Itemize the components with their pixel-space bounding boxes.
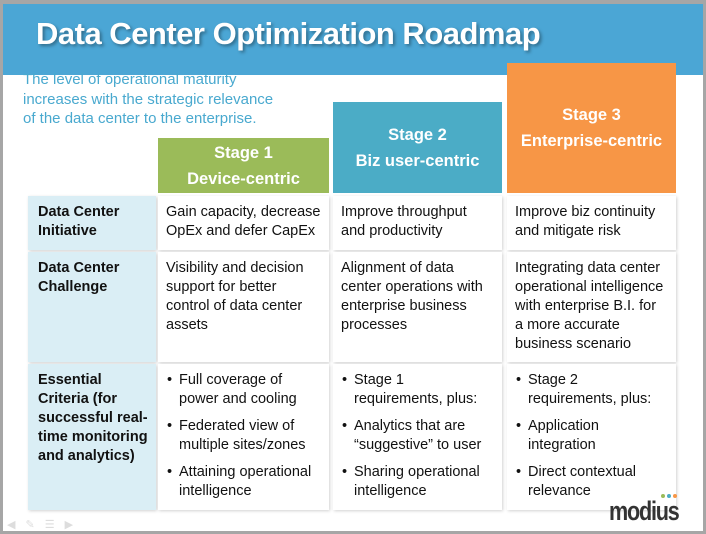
title-bar: Data Center Optimization Roadmap (3, 4, 703, 75)
table-cell: Alignment of data center operations with… (333, 252, 502, 362)
row-label-challenge: Data Center Challenge (28, 252, 156, 362)
list-item: Application integration (515, 417, 668, 455)
prev-icon[interactable]: ◀ (7, 519, 16, 531)
menu-icon[interactable]: ☰ (44, 519, 55, 531)
logo-dots (661, 494, 677, 498)
list-item: Full coverage of power and cooling (166, 371, 321, 409)
stage-1-header: Stage 1 Device-centric (158, 138, 329, 193)
list-item: Stage 2 requirements, plus: (515, 371, 668, 409)
slide: Data Center Optimization Roadmap The lev… (3, 4, 703, 531)
list-item: Stage 1 requirements, plus: (341, 371, 494, 409)
stage-name: Stage 1 (214, 143, 273, 162)
row-label-criteria: Essential Criteria (for successful real-… (28, 364, 156, 510)
intro-text: The level of operational maturity increa… (23, 71, 274, 127)
next-icon[interactable]: ▶ (64, 519, 74, 531)
table-cell: Improve biz continuity and mitigate risk (507, 196, 676, 250)
list-item: Attaining operational intelligence (166, 463, 321, 501)
bullet-list: Full coverage of power and cooling Feder… (166, 371, 321, 501)
stage-sub: Enterprise-centric (520, 132, 663, 150)
slideshow-toolbar: ◀ ✎ ☰ ▶ (7, 518, 73, 531)
slide-title: Data Center Optimization Roadmap (36, 16, 541, 51)
list-item: Analytics that are “suggestive” to user (341, 417, 494, 455)
table-cell: Integrating data center operational inte… (507, 252, 676, 362)
pen-icon[interactable]: ✎ (25, 519, 35, 531)
stage-3-header: Stage 3 Enterprise-centric (507, 63, 676, 193)
table-cell: Stage 1 requirements, plus: Analytics th… (333, 364, 502, 510)
stage-sub: Biz user-centric (355, 151, 480, 170)
table-cell: Improve throughput and productivity (333, 196, 502, 250)
table-cell: Gain capacity, decrease OpEx and defer C… (158, 196, 329, 250)
table-cell: Visibility and decision support for bett… (158, 252, 329, 362)
list-item: Sharing operational intelligence (341, 463, 494, 501)
list-item: Federated view of multiple sites/zones (166, 417, 321, 455)
bullet-list: Stage 1 requirements, plus: Analytics th… (341, 371, 494, 501)
row-label-initiative: Data Center Initiative (28, 196, 156, 250)
stage-2-header: Stage 2 Biz user-centric (333, 102, 502, 193)
modius-logo: modius (609, 496, 680, 526)
stage-name: Stage 3 (562, 106, 621, 124)
table-cell: Full coverage of power and cooling Feder… (158, 364, 329, 510)
stage-sub: Device-centric (187, 169, 300, 188)
table-cell: Stage 2 requirements, plus: Application … (507, 364, 676, 510)
bullet-list: Stage 2 requirements, plus: Application … (515, 371, 668, 501)
list-item: Direct contextual relevance (515, 463, 668, 501)
stage-name: Stage 2 (388, 125, 447, 144)
